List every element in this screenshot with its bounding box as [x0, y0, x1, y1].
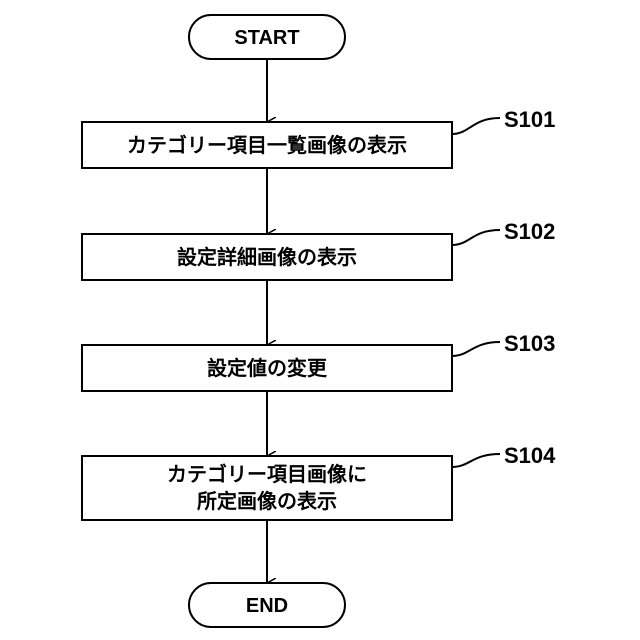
leader-s102 [452, 230, 500, 245]
step-text-s101: カテゴリー項目一覧画像の表示 [127, 133, 407, 157]
step-text-s102: 設定詳細画像の表示 [177, 245, 357, 269]
step-text-s103: 設定値の変更 [207, 356, 328, 380]
step-text-s104-line1: カテゴリー項目画像に [167, 462, 367, 486]
step-id-s102: S102 [504, 219, 555, 244]
leader-s104 [452, 454, 500, 467]
leader-s101 [452, 118, 500, 134]
step-id-s103: S103 [504, 331, 555, 356]
step-text-s104-line2: 所定画像の表示 [197, 489, 337, 513]
end-label: END [246, 595, 288, 617]
start-label: START [234, 27, 299, 49]
step-id-s101: S101 [504, 107, 555, 132]
leader-s103 [452, 342, 500, 356]
step-id-s104: S104 [504, 443, 556, 468]
